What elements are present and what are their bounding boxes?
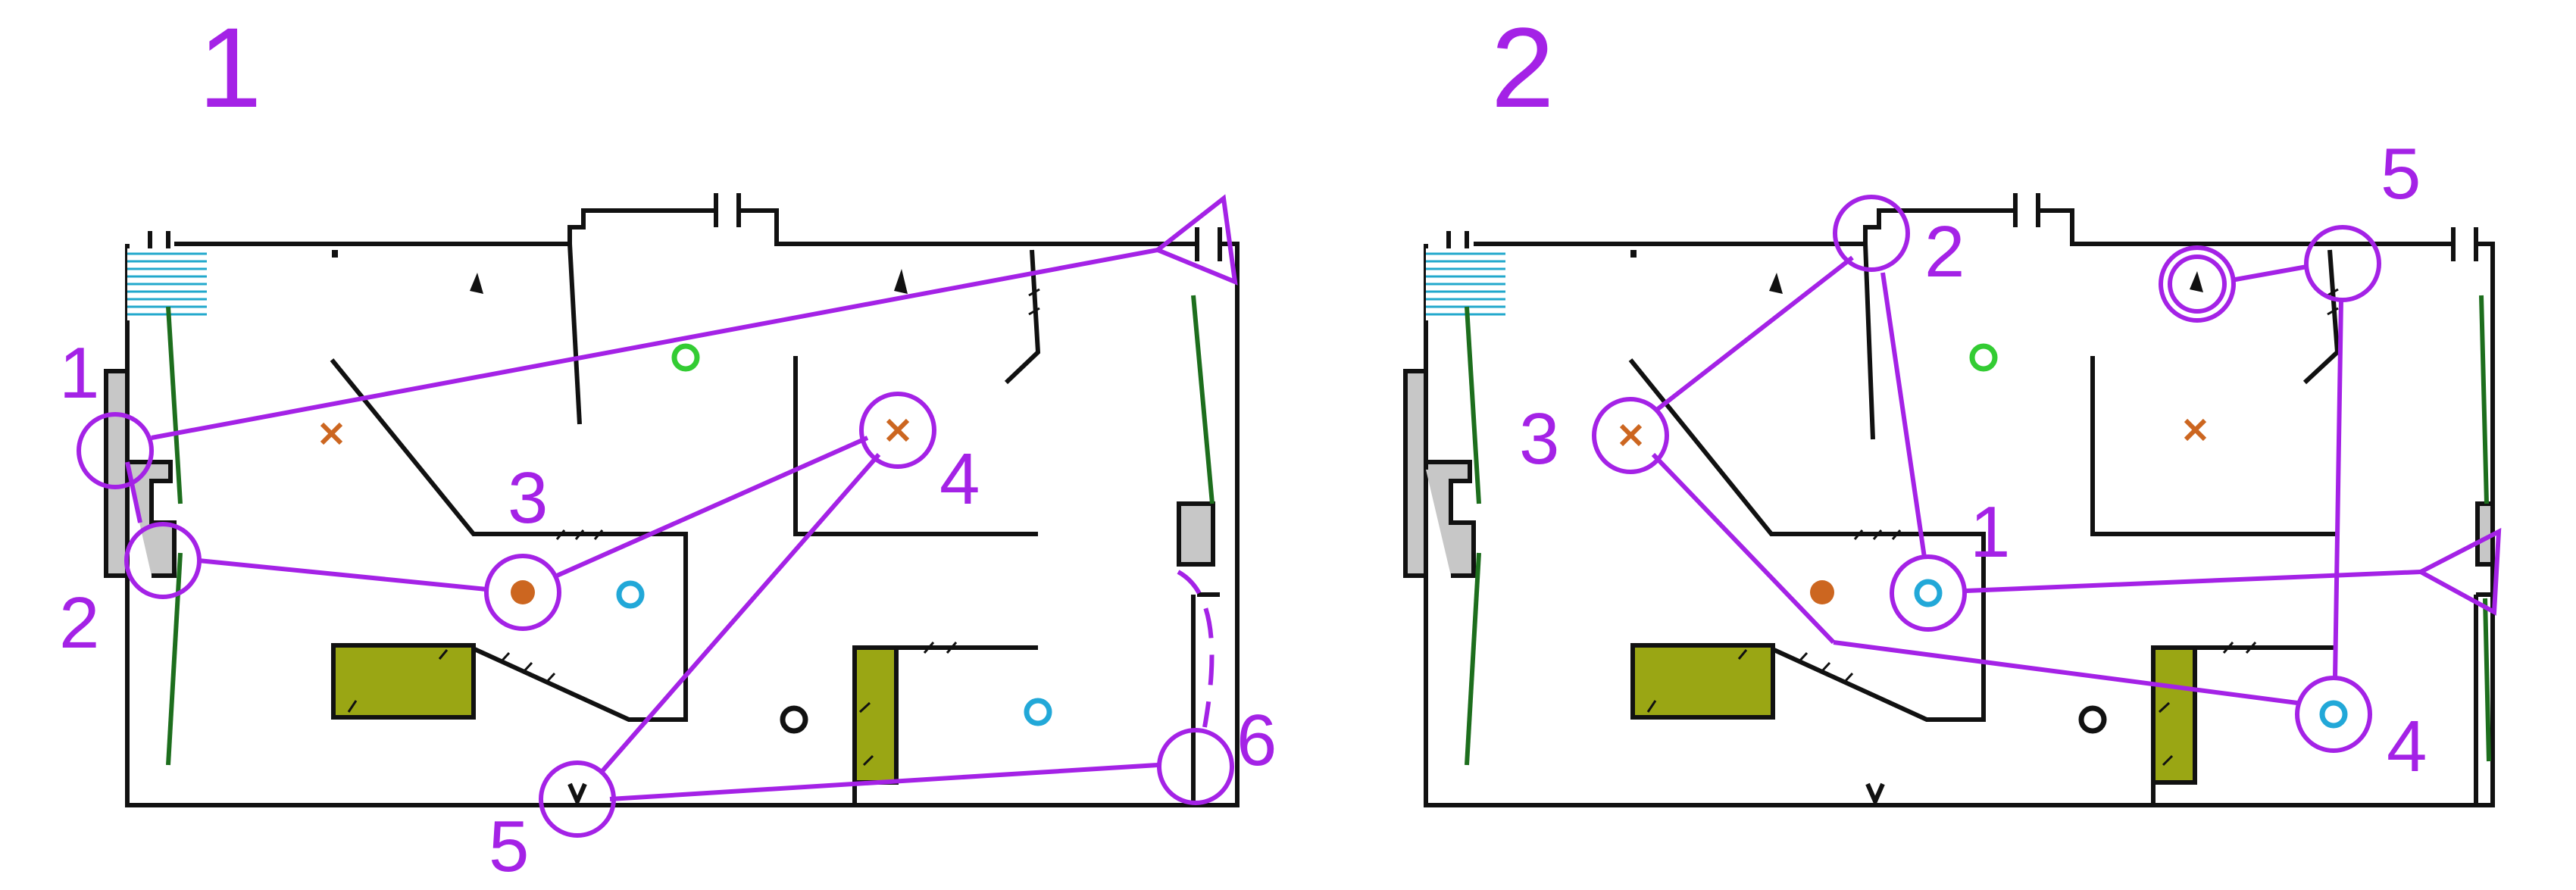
inner-wall (1424, 460, 1476, 578)
control-circle-icon (1592, 397, 1669, 474)
arrow-marker-icon (2190, 271, 2203, 292)
control-circle-icon (124, 522, 202, 599)
arrow-marker-icon (567, 782, 587, 807)
vegetation-line (2483, 598, 2491, 762)
control-circle-icon (539, 760, 616, 838)
start-triangle-icon (1153, 194, 1238, 286)
inner-wall (1863, 243, 1875, 440)
control-circle-icon (2159, 245, 2236, 323)
control-circle-icon (2304, 225, 2381, 302)
control-circle-icon (484, 554, 561, 631)
thicket (331, 643, 476, 720)
inner-wall (2090, 356, 2337, 536)
inner-wall (330, 358, 688, 722)
control-label: 2 (59, 582, 99, 664)
vegetation-line (166, 306, 183, 504)
control-label: 4 (939, 439, 980, 520)
cross-icon (886, 418, 910, 442)
cross-icon (2184, 418, 2207, 442)
ring-marker-icon (2319, 700, 2348, 729)
vegetation-line (1465, 552, 1481, 766)
arrow-marker-icon (470, 273, 483, 294)
control-label: 4 (2387, 706, 2427, 787)
arrow-marker-icon (894, 269, 908, 294)
cross-icon (1619, 423, 1643, 447)
course-1 (125, 194, 1238, 801)
wall-hatching (1646, 288, 2339, 767)
control-label: 3 (1519, 398, 1559, 479)
point-feature (332, 250, 338, 258)
vegetation-line (1191, 295, 1215, 504)
obstacle (1403, 369, 1428, 578)
arrow-marker-icon (1865, 782, 1885, 807)
ring-marker-icon (1024, 698, 1052, 726)
vegetation-line (166, 552, 183, 766)
thicket (2151, 645, 2197, 785)
control-label: 2 (1924, 211, 1965, 292)
control-circle-icon (2295, 676, 2372, 753)
obstacle (104, 369, 130, 578)
map-1: 1 2 3 4 5 6 (59, 193, 1277, 887)
control-circle-icon (1157, 728, 1234, 805)
vegetation-line (2479, 295, 2489, 504)
control-circle-icon (1833, 195, 1910, 272)
ring-marker-icon (1969, 343, 1998, 372)
control-circle-icon (1890, 554, 1967, 632)
dot-marker-icon (511, 580, 535, 604)
inner-wall (1628, 358, 1986, 722)
control-label: 3 (508, 457, 548, 539)
arrow-marker-icon (1769, 273, 1783, 294)
vegetation-line (1465, 306, 1481, 504)
control-circle-icon (859, 392, 936, 469)
inner-wall (125, 460, 177, 578)
control-circle-icon (2168, 255, 2227, 314)
map-title-2: 2 (1491, 4, 1555, 131)
inner-wall (567, 243, 582, 425)
dot-marker-icon (1810, 580, 1834, 604)
start-triangle-icon (2415, 527, 2502, 616)
outer-wall (1424, 208, 2495, 807)
inner-wall (793, 356, 1038, 536)
thicket (1630, 643, 1775, 720)
obstacle (1177, 501, 1215, 567)
ring-marker-icon (616, 580, 645, 609)
ring-marker-icon (671, 343, 700, 372)
control-label: 5 (2381, 133, 2421, 214)
ring-marker-icon (780, 705, 808, 734)
thicket (852, 645, 899, 785)
control-label: 6 (1236, 700, 1277, 781)
ring-marker-icon (2078, 705, 2107, 734)
cross-icon (320, 422, 343, 445)
inner-wall (1004, 249, 1041, 385)
wall-hatching (347, 288, 1040, 767)
control-label: 1 (1970, 492, 2010, 573)
ring-marker-icon (1914, 579, 1943, 607)
inner-wall (2302, 249, 2340, 385)
control-label: 1 (59, 333, 99, 414)
outer-wall (125, 208, 1240, 807)
control-label: 5 (489, 806, 529, 887)
control-circle-icon (77, 412, 154, 489)
map-2: 1 2 3 4 5 (1403, 133, 2502, 807)
course-2 (1651, 255, 2502, 705)
point-feature (1630, 250, 1637, 258)
map-title-1: 1 (199, 4, 262, 131)
